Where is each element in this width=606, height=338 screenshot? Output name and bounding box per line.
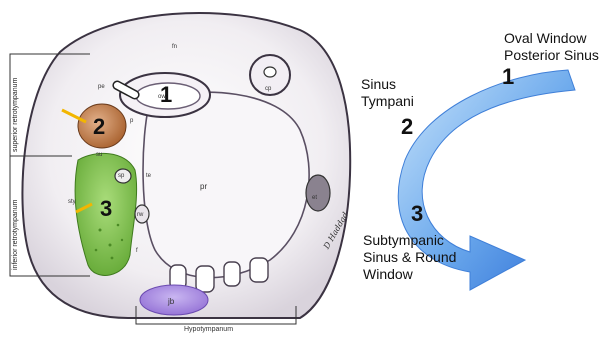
region-number-2: 2 [93,116,105,138]
label-et: et [312,195,317,201]
legend-2-line2: Tympani [361,93,414,109]
eustachian-opening [306,175,330,211]
label-sp: sp [118,173,124,179]
label-pr: pr [200,182,207,191]
hypotympanum-label: Hypotympanum [184,326,233,333]
legend-number-3: 3 [411,203,423,225]
label-rw: rw [137,212,143,218]
legend-1-line1: Oval Window [504,30,586,46]
superior-retrotympanum-label: superior retrotympanum [12,78,19,152]
label-sty: sty [68,199,76,205]
label-fn: fn [172,44,177,50]
legend-number-2: 2 [401,116,413,138]
inferior-retrotympanum-label: inferior retrotympanum [12,200,19,270]
label-p: p [130,118,133,124]
label-su: su [96,152,102,158]
legend-3-line1: Subtympanic [363,232,444,248]
legend-3-line3: Window [363,266,413,282]
legend-1-line2: Posterior Sinus [504,47,599,63]
region-number-3: 3 [100,198,112,220]
label-jb: jb [168,297,174,306]
label-te: te [146,173,151,179]
label-cp: cp [265,86,271,92]
label-f: f [136,248,138,254]
label-pe: pe [98,84,105,90]
region-number-1: 1 [160,84,172,106]
legend-number-1: 1 [502,66,514,88]
legend-3-line2: Sinus & Round [363,249,456,265]
legend-2-line1: Sinus [361,76,396,92]
